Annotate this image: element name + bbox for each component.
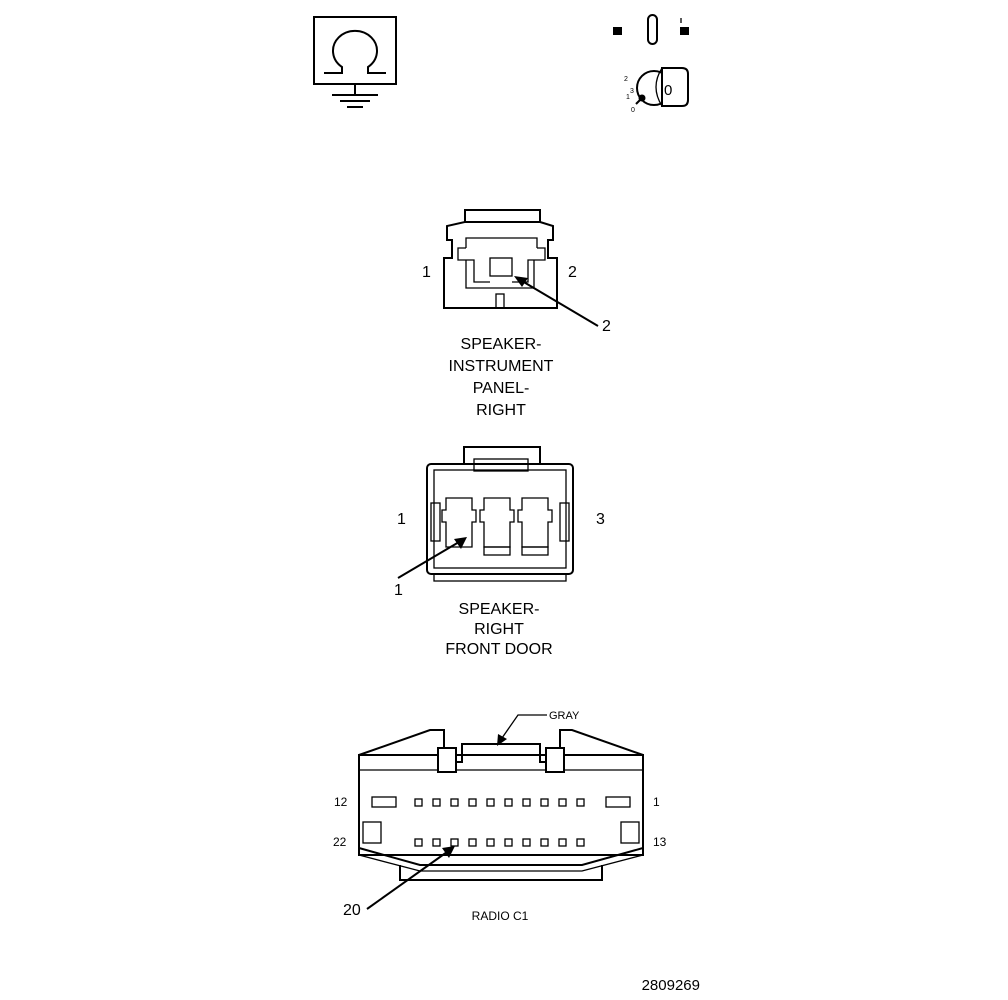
connector-title-line: RIGHT <box>474 621 524 638</box>
pin-label-right: 3 <box>596 511 605 528</box>
pin-label-left: 1 <box>397 511 406 528</box>
radio-c1-connector <box>358 729 644 881</box>
callout-arrow <box>514 276 599 327</box>
connector-title-line: RADIO C1 <box>472 909 529 923</box>
key-position-1: 1 <box>626 94 630 101</box>
ground-symbol-icon <box>313 16 397 108</box>
key-position-0: 0 <box>631 107 635 114</box>
connector-title-line: INSTRUMENT <box>449 358 554 375</box>
key-position-2: 2 <box>624 76 628 83</box>
pin-label-top-right: 1 <box>653 795 660 809</box>
speaker-instrument-panel-right-connector <box>443 209 558 309</box>
connector-title-line: FRONT DOOR <box>445 641 552 658</box>
pin-label-bottom-left: 22 <box>333 835 347 849</box>
callout-arrow <box>366 846 455 910</box>
color-leader-line <box>497 714 547 746</box>
pin-label-left: 1 <box>422 264 431 281</box>
pin-label-top-left: 12 <box>334 795 348 809</box>
connector-title-line: RIGHT <box>476 402 526 419</box>
pin-label-right: 2 <box>568 264 577 281</box>
ignition-switch-icon <box>613 14 689 107</box>
callout-label: 2 <box>602 318 611 335</box>
key-position-3: 3 <box>630 88 634 95</box>
connector-title-line: PANEL- <box>473 380 530 397</box>
callout-arrow <box>397 537 467 579</box>
key-label: 0 <box>664 82 672 99</box>
pin-label-bottom-right: 13 <box>653 835 667 849</box>
callout-label: 1 <box>394 582 403 599</box>
connector-title-line: SPEAKER- <box>461 336 542 353</box>
callout-label: 20 <box>343 902 361 919</box>
connector-title-line: SPEAKER- <box>459 601 540 618</box>
speaker-right-front-door-connector <box>426 446 574 582</box>
connector-color-label: GRAY <box>549 710 580 722</box>
figure-number: 2809269 <box>642 977 700 994</box>
